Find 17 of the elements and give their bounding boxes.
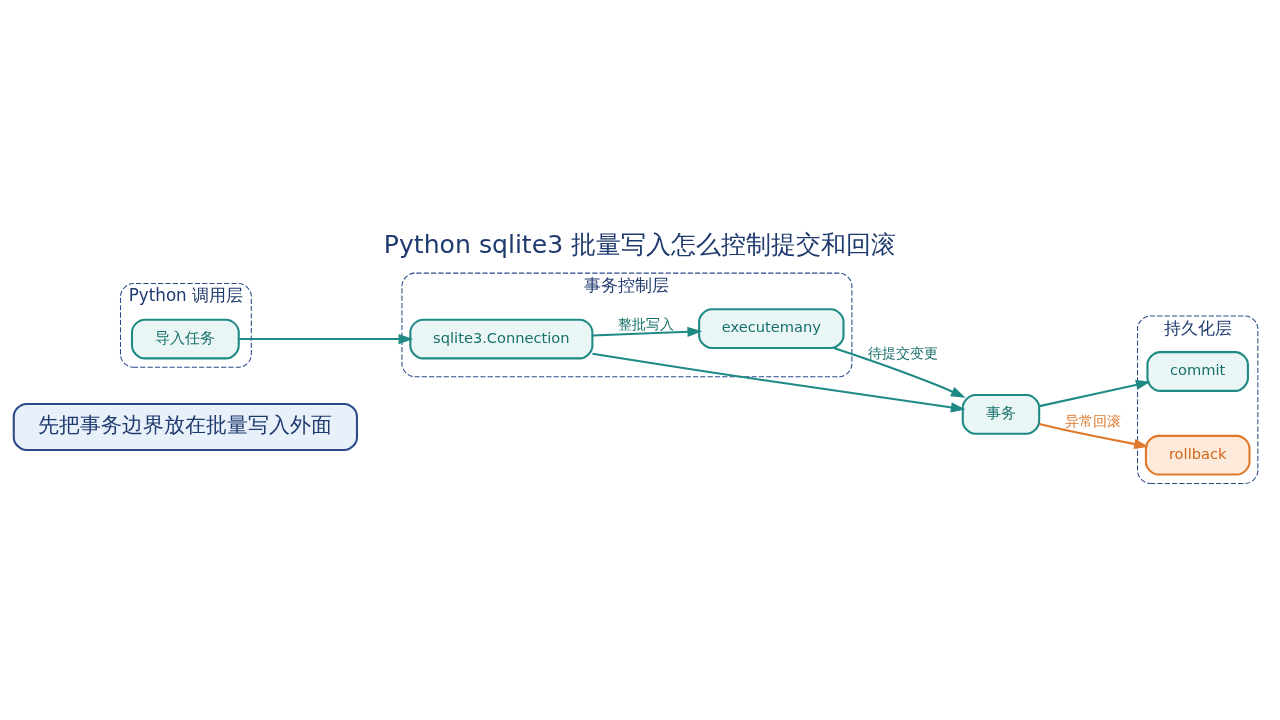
diagram-title: Python sqlite3 批量写入怎么控制提交和回滚 (383, 229, 897, 259)
node-box: 事务 (961, 393, 1041, 435)
arrow (238, 333, 414, 344)
arrow (833, 346, 966, 398)
node-box: rollback (1144, 434, 1251, 476)
node-box: commit (1146, 350, 1249, 392)
node-box: sqlite3.Connection (409, 318, 594, 359)
edge-label: 待提交变更 (868, 344, 939, 361)
arrow (592, 326, 703, 337)
arrow (1039, 422, 1149, 449)
node-box: 导入任务 (130, 318, 240, 359)
arrow (1039, 379, 1151, 407)
edge-label: 异常回滚 (1064, 412, 1121, 429)
edge-label: 整批写入 (617, 315, 674, 332)
node-box: 先把事务边界放在批量写入外面 (12, 402, 358, 451)
node-box: executemany (698, 307, 845, 349)
arrow (592, 352, 966, 413)
